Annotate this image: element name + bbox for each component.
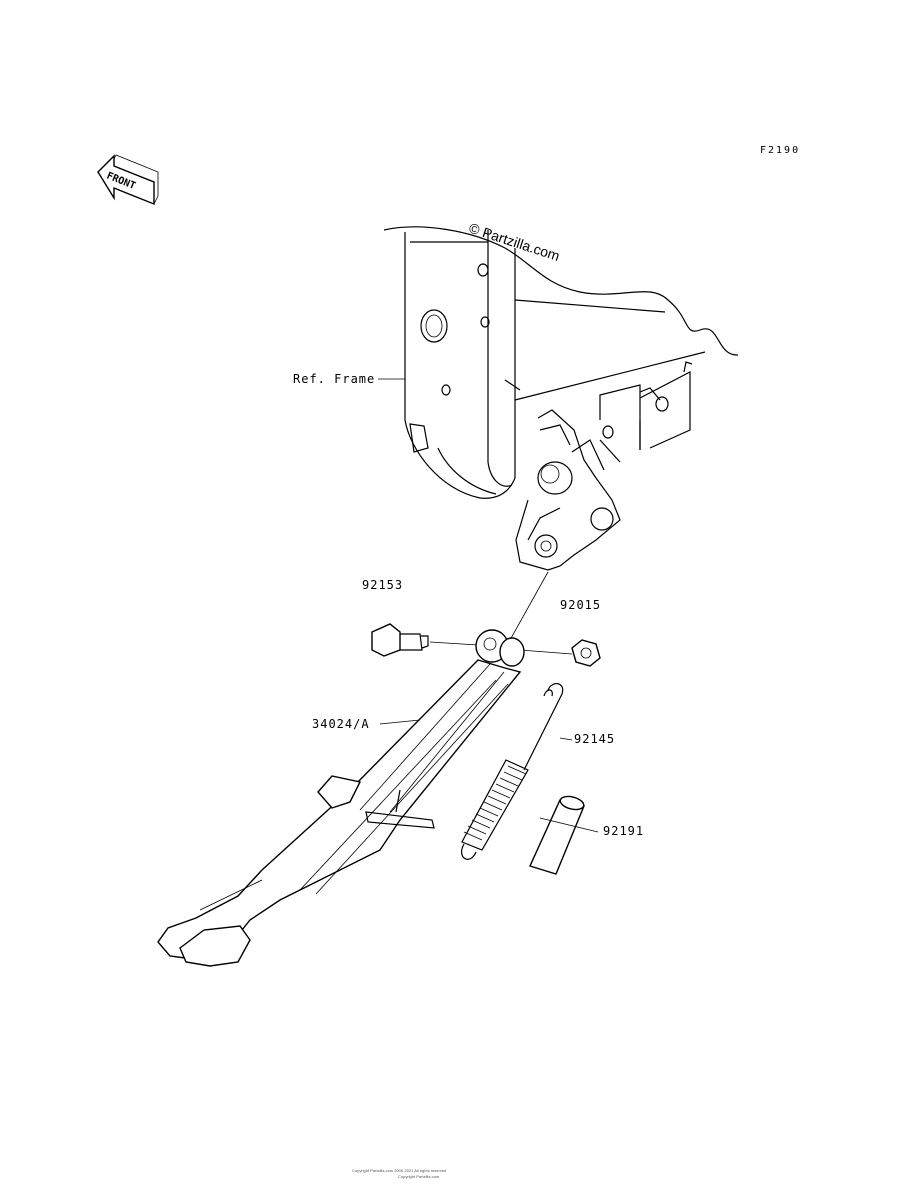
sleeve-leader-line xyxy=(539,817,599,833)
label-stand-leader xyxy=(379,719,421,725)
label-nut: 92015 xyxy=(560,598,601,612)
footer-line-2: Copyright Partzilla.com xyxy=(398,1174,440,1179)
figure-ref: F2190 xyxy=(760,145,800,156)
spring-drawing xyxy=(461,683,564,860)
bolt-drawing xyxy=(371,623,429,657)
label-frame: Ref. Frame xyxy=(293,372,375,386)
sleeve-drawing xyxy=(529,795,585,875)
mount-leader-line xyxy=(509,571,549,641)
label-spring: 92145 xyxy=(574,732,615,746)
label-stand: 34024/A xyxy=(312,717,370,731)
footer-line-1: Copyright Partzilla.com 2000-2021 All ri… xyxy=(352,1168,446,1173)
label-bolt: 92153 xyxy=(362,578,403,592)
frame-drawing xyxy=(383,226,739,571)
nut-leader-line xyxy=(519,649,573,655)
side-stand-drawing xyxy=(157,629,525,967)
front-arrow-icon: FRONT xyxy=(97,154,159,206)
spring-leader-line xyxy=(559,737,573,741)
nut-drawing xyxy=(571,639,601,667)
bolt-leader-line xyxy=(429,641,479,646)
label-sleeve: 92191 xyxy=(603,824,644,838)
